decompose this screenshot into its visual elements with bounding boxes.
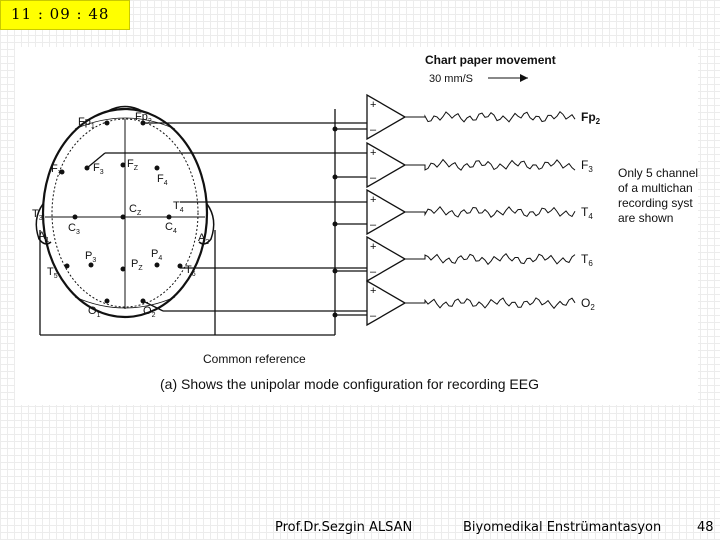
dot-p4 — [154, 262, 160, 268]
ref-node-4 — [332, 268, 338, 274]
eeg-diagram: Chart paper movement 30 mm/S Fp1 — [32, 53, 698, 392]
label-fp1: Fp1 — [78, 116, 95, 130]
channel-label-1: Fp2 — [581, 110, 601, 126]
channel-note: Only 5 channel of a multichan recording … — [618, 166, 698, 225]
label-a2: A2 — [198, 232, 209, 246]
figure-caption: (a) Shows the unipolar mode configuratio… — [160, 376, 539, 392]
label-c4: C4 — [165, 221, 177, 235]
ref-node-3 — [332, 221, 338, 227]
speed-text: 30 mm/S — [429, 73, 473, 85]
amp-plus-2: + — [370, 147, 376, 159]
dot-pz — [120, 266, 126, 272]
label-pz: PZ — [131, 258, 143, 272]
amp-minus-1: – — [370, 124, 377, 136]
clock-time: 11 : 09 : 48 — [11, 5, 110, 23]
label-fz: FZ — [127, 158, 139, 172]
note-line-1: Only 5 channel — [618, 166, 698, 180]
dot-t6 — [177, 263, 183, 269]
note-line-3: recording syst — [618, 196, 693, 210]
eeg-trace-2 — [405, 158, 576, 171]
label-o1: O1 — [88, 305, 101, 319]
amp-plus-4: + — [370, 241, 376, 253]
amplifier-1 — [366, 93, 407, 141]
ref-node-1 — [332, 126, 338, 132]
dot-p3 — [88, 262, 94, 268]
wire-f3-a — [86, 152, 106, 169]
amp-plus-1: + — [370, 99, 376, 111]
amp-plus-5: + — [370, 285, 376, 297]
dot-cz — [120, 214, 126, 220]
label-o2: O2 — [143, 305, 156, 319]
footer-author: Prof.Dr.Sezgin ALSAN — [275, 520, 413, 535]
eeg-trace-3 — [405, 206, 576, 218]
label-c3: C3 — [68, 222, 80, 236]
right-ear — [198, 203, 215, 245]
eeg-trace-5 — [405, 297, 576, 310]
dot-c3 — [72, 214, 78, 220]
clock-badge: 11 : 09 : 48 — [0, 0, 130, 30]
amplifier-5 — [366, 279, 407, 327]
amplifiers: + – Fp2 + – F3 + – T4 + – T6 + – O2 — [332, 93, 601, 327]
label-p3: P3 — [85, 250, 96, 264]
label-f7: F7 — [51, 163, 62, 177]
amplifier-3 — [366, 188, 407, 236]
amplifier-4 — [366, 235, 407, 283]
dot-f7 — [59, 169, 65, 175]
label-t4: T4 — [173, 200, 184, 214]
label-a1: A1 — [38, 230, 49, 244]
dot-o1 — [104, 298, 110, 304]
electrode-labels: Fp1 Fp2 F7 F3 FZ F4 T3 C3 CZ C4 T4 A1 A2… — [32, 111, 209, 319]
eeg-trace-4 — [405, 252, 576, 266]
amp-minus-2: – — [370, 172, 377, 184]
label-p4: P4 — [151, 248, 162, 262]
skull-inner — [51, 118, 199, 308]
wiring — [39, 109, 367, 336]
label-f4: F4 — [157, 173, 168, 187]
reference-label: Common reference — [203, 352, 306, 366]
dot-c4 — [166, 214, 172, 220]
amplifier-2 — [366, 141, 407, 189]
ref-node-2 — [332, 174, 338, 180]
label-f3: F3 — [93, 162, 104, 176]
eeg-trace-1 — [405, 110, 576, 123]
dot-fz — [120, 162, 126, 168]
channel-label-3: T4 — [581, 205, 593, 221]
dot-t5 — [64, 263, 70, 269]
footer-course: Biyomedikal Enstrümantasyon — [463, 520, 662, 535]
channel-label-2: F3 — [581, 158, 593, 174]
nose — [107, 105, 143, 112]
dot-fp1 — [104, 120, 110, 126]
label-t5: T5 — [47, 266, 58, 280]
left-ear — [35, 203, 52, 245]
label-t6: T6 — [185, 264, 196, 278]
footer-page-number: 48 — [697, 520, 714, 535]
note-line-4: are shown — [618, 211, 673, 225]
header-text: Chart paper movement — [425, 53, 556, 67]
dot-o2 — [140, 298, 146, 304]
amp-minus-5: – — [370, 310, 377, 322]
label-cz: CZ — [129, 203, 142, 217]
brain-curve-back — [74, 296, 176, 309]
amp-plus-3: + — [370, 194, 376, 206]
channel-label-5: O2 — [581, 296, 595, 312]
brain-curve-front — [74, 117, 176, 130]
eeg-figure: Chart paper movement 30 mm/S Fp1 — [15, 47, 698, 405]
label-fp2: Fp2 — [135, 111, 152, 125]
head-drawing — [35, 105, 215, 319]
amp-minus-3: – — [370, 219, 377, 231]
label-t3: T3 — [32, 208, 43, 222]
wire-o2-a — [142, 300, 164, 312]
note-line-2: of a multichan — [618, 181, 693, 195]
movement-arrowhead — [520, 74, 528, 82]
dot-f4 — [154, 165, 160, 171]
ref-node-5 — [332, 312, 338, 318]
channel-label-4: T6 — [581, 252, 593, 268]
amp-minus-4: – — [370, 266, 377, 278]
